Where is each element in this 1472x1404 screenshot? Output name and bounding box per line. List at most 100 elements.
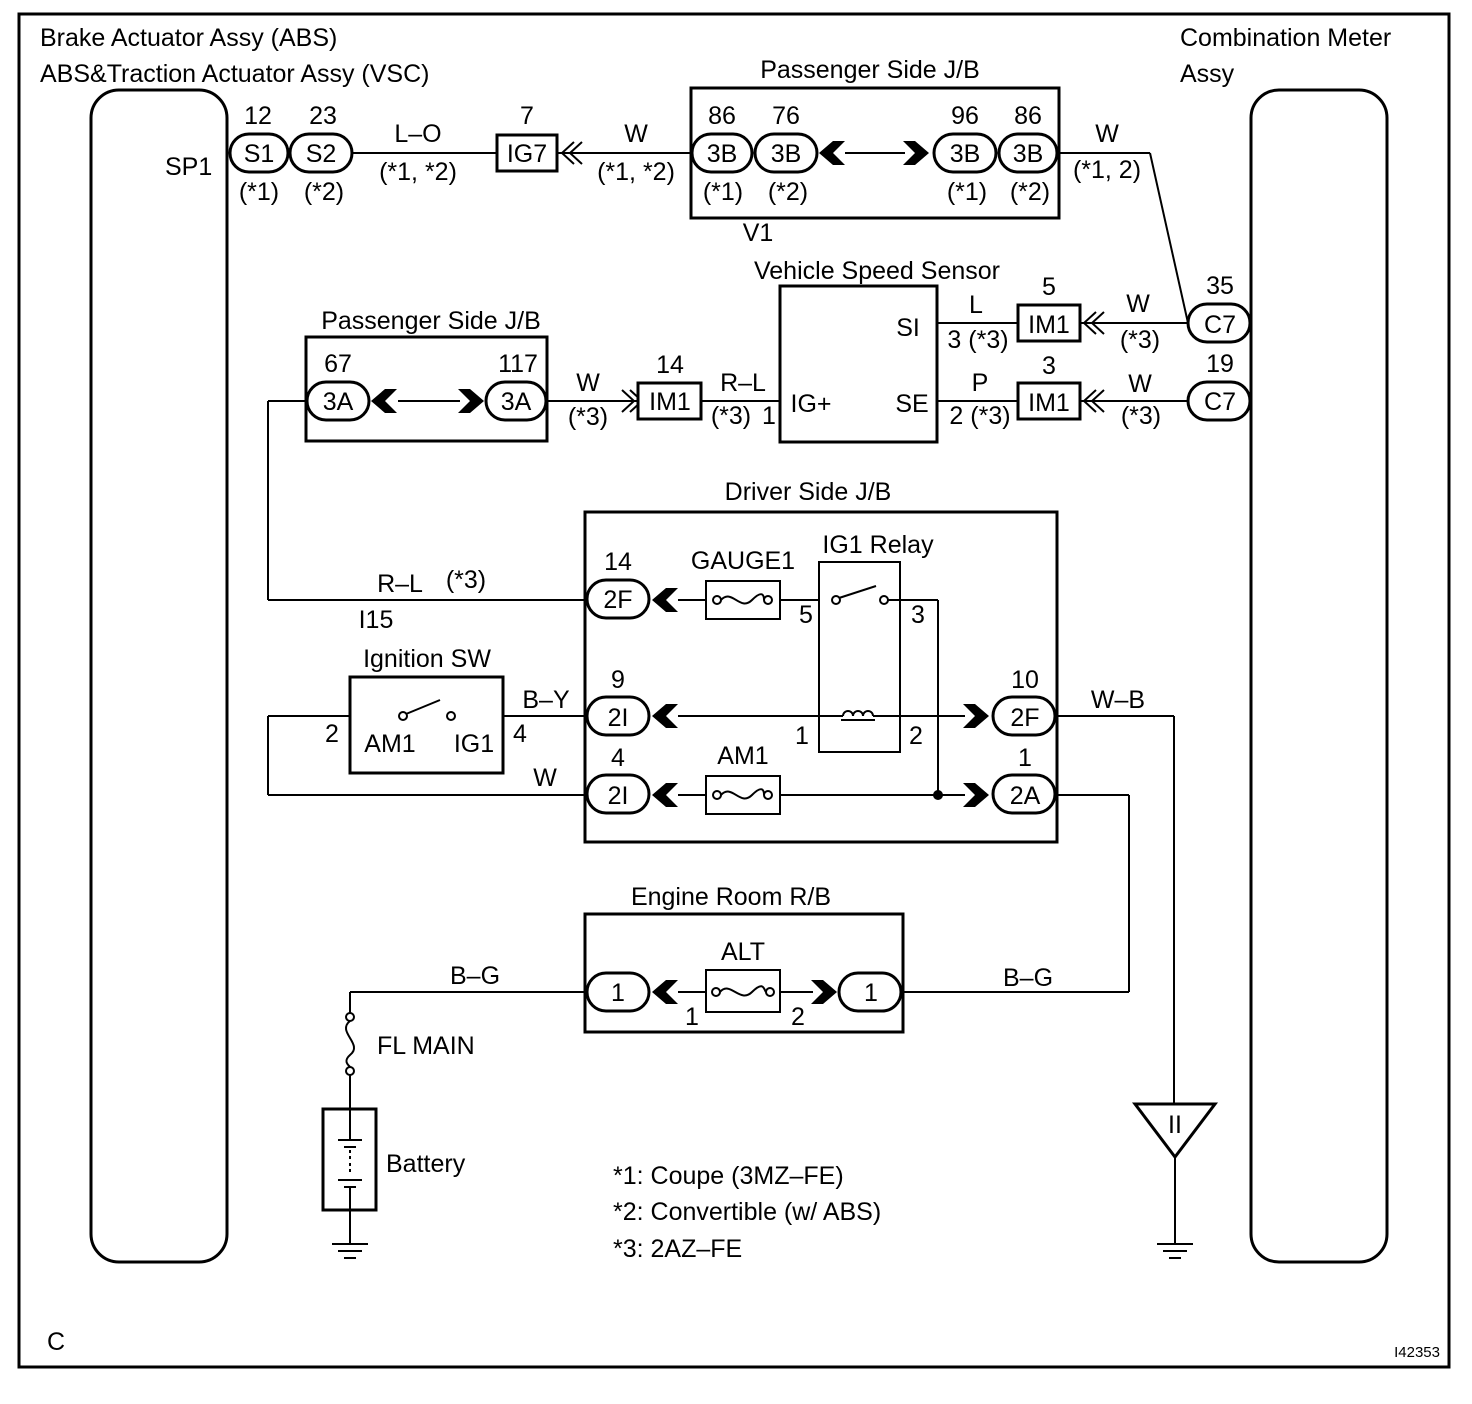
relay-pin-1: 1: [795, 722, 809, 750]
wire-rl-ig-label: R–L: [720, 369, 766, 397]
im1-3-name: IM1: [1028, 389, 1070, 417]
3b-96-note: (*1): [947, 178, 987, 206]
2f-14-number: 14: [604, 548, 632, 576]
connector-c7-35: [1186, 302, 1252, 344]
figure-id: I42353: [1394, 1344, 1440, 1361]
fl-main-label: FL MAIN: [377, 1032, 475, 1060]
passenger-jb-mid-title: Passenger Side J/B: [321, 307, 541, 335]
wire-w-am1-label: W: [533, 764, 557, 792]
vss-pin-se: SE: [895, 390, 928, 418]
s2-note: (*2): [304, 178, 344, 206]
ground-point-label: II: [1168, 1111, 1182, 1139]
wire-rl-2f-note: (*3): [446, 566, 486, 594]
2a-1-number: 1: [1018, 744, 1032, 772]
connector-s1: [228, 132, 290, 174]
combination-meter-title: Combination Meter: [1180, 24, 1391, 52]
combination-meter-subtitle: Assy: [1180, 60, 1235, 88]
note-2: *2: Convertible (w/ ABS): [613, 1198, 881, 1226]
connector-3b-86b: [997, 132, 1059, 174]
wire-w-top-note: (*1, *2): [597, 158, 675, 186]
note-1: *1: Coupe (3MZ–FE): [613, 1162, 844, 1190]
rb-1-right-name: 1: [864, 979, 878, 1007]
2i-4-number: 4: [611, 744, 625, 772]
brake-actuator-title: Brake Actuator Assy (ABS): [40, 24, 337, 52]
s1-number: 12: [244, 102, 272, 130]
c7-19-number: 19: [1206, 350, 1234, 378]
gauge1-label: GAUGE1: [691, 547, 795, 575]
rb-1-left-name: 1: [611, 979, 625, 1007]
im1-14-name: IM1: [649, 388, 691, 416]
sp1-label: SP1: [165, 153, 212, 181]
note-3: *3: 2AZ–FE: [613, 1235, 742, 1263]
ig7-name: IG7: [507, 140, 547, 168]
engine-room-rb-title: Engine Room R/B: [631, 883, 831, 911]
ignition-sw-title: Ignition SW: [363, 645, 491, 673]
im1-3-number: 3: [1042, 352, 1056, 380]
2a-1-name: 2A: [1010, 782, 1041, 810]
3b-76-number: 76: [772, 102, 800, 130]
wire-lo-label: L–O: [394, 120, 441, 148]
am1-fuse-label: AM1: [717, 742, 768, 770]
wire-bg-left-label: B–G: [450, 962, 500, 990]
connector-3b-76: [753, 132, 819, 174]
relay-pin-2: 2: [909, 722, 923, 750]
connector-2f-14: [585, 578, 651, 620]
im1-5-number: 5: [1042, 273, 1056, 301]
ig1-relay-label: IG1 Relay: [822, 531, 934, 559]
wire-w-top-label: W: [624, 120, 648, 148]
combination-meter-body: [1249, 88, 1389, 1264]
connector-s2: [288, 132, 354, 174]
3b-96-name: 3B: [950, 140, 981, 168]
wire-l-pin: 3 (*3): [947, 326, 1008, 354]
wire-rl-ig-pin: 1: [762, 402, 776, 430]
3b-86b-number: 86: [1014, 102, 1042, 130]
wire-w-se-note: (*3): [1121, 402, 1161, 430]
corner-label: C: [47, 1328, 65, 1356]
3b-86a-note: (*1): [703, 178, 743, 206]
3b-86a-number: 86: [708, 102, 736, 130]
3b-96-number: 96: [951, 102, 979, 130]
3b-86b-note: (*2): [1010, 178, 1050, 206]
s1-note: (*1): [239, 178, 279, 206]
i15-label: I15: [359, 606, 394, 634]
ignition-pin-2: 2: [325, 720, 339, 748]
connector-3b-86a: [690, 132, 754, 174]
3b-76-name: 3B: [771, 140, 802, 168]
2f-10-number: 10: [1011, 666, 1039, 694]
ignition-switch: [348, 675, 505, 775]
connector-im1-3: [1016, 381, 1082, 421]
vss-pin-si: SI: [896, 314, 920, 342]
connector-c7-19: [1186, 380, 1252, 422]
ignition-ig1-label: IG1: [454, 730, 494, 758]
3b-86b-name: 3B: [1013, 140, 1044, 168]
ignition-am1-label: AM1: [364, 730, 415, 758]
vss-pin-ig: IG+: [791, 390, 832, 418]
alt-pin-1: 1: [685, 1003, 699, 1031]
wire-rl-2f-label: R–L: [377, 570, 423, 598]
brake-actuator-subtitle: ABS&Traction Actuator Assy (VSC): [40, 60, 430, 88]
2i-4-name: 2I: [608, 782, 629, 810]
outer-frame: [17, 12, 1451, 1369]
2f-14-name: 2F: [603, 586, 632, 614]
s2-name: S2: [306, 140, 337, 168]
connector-3b-96: [932, 132, 998, 174]
3a-67-number: 67: [324, 350, 352, 378]
wire-p-label: P: [972, 369, 989, 397]
3a-117-number: 117: [498, 350, 538, 378]
alt-fuse-label: ALT: [721, 938, 765, 966]
s2-number: 23: [309, 102, 337, 130]
passenger-jb-top-title: Passenger Side J/B: [760, 56, 980, 84]
2f-10-name: 2F: [1010, 704, 1039, 732]
3a-67-name: 3A: [323, 388, 354, 416]
wire-l-label: L: [969, 291, 983, 319]
wire-w-right-note: (*1, 2): [1073, 156, 1141, 184]
fl-main-fusible-link: [344, 1020, 356, 1068]
wire-by-label: B–Y: [522, 686, 570, 714]
s1-name: S1: [244, 140, 275, 168]
brake-actuator-body: [89, 88, 229, 1264]
im1-5-name: IM1: [1028, 311, 1070, 339]
c7-35-name: C7: [1204, 311, 1236, 339]
wire-bg-right-label: B–G: [1003, 964, 1053, 992]
wire-w-3a-note: (*3): [568, 403, 608, 431]
